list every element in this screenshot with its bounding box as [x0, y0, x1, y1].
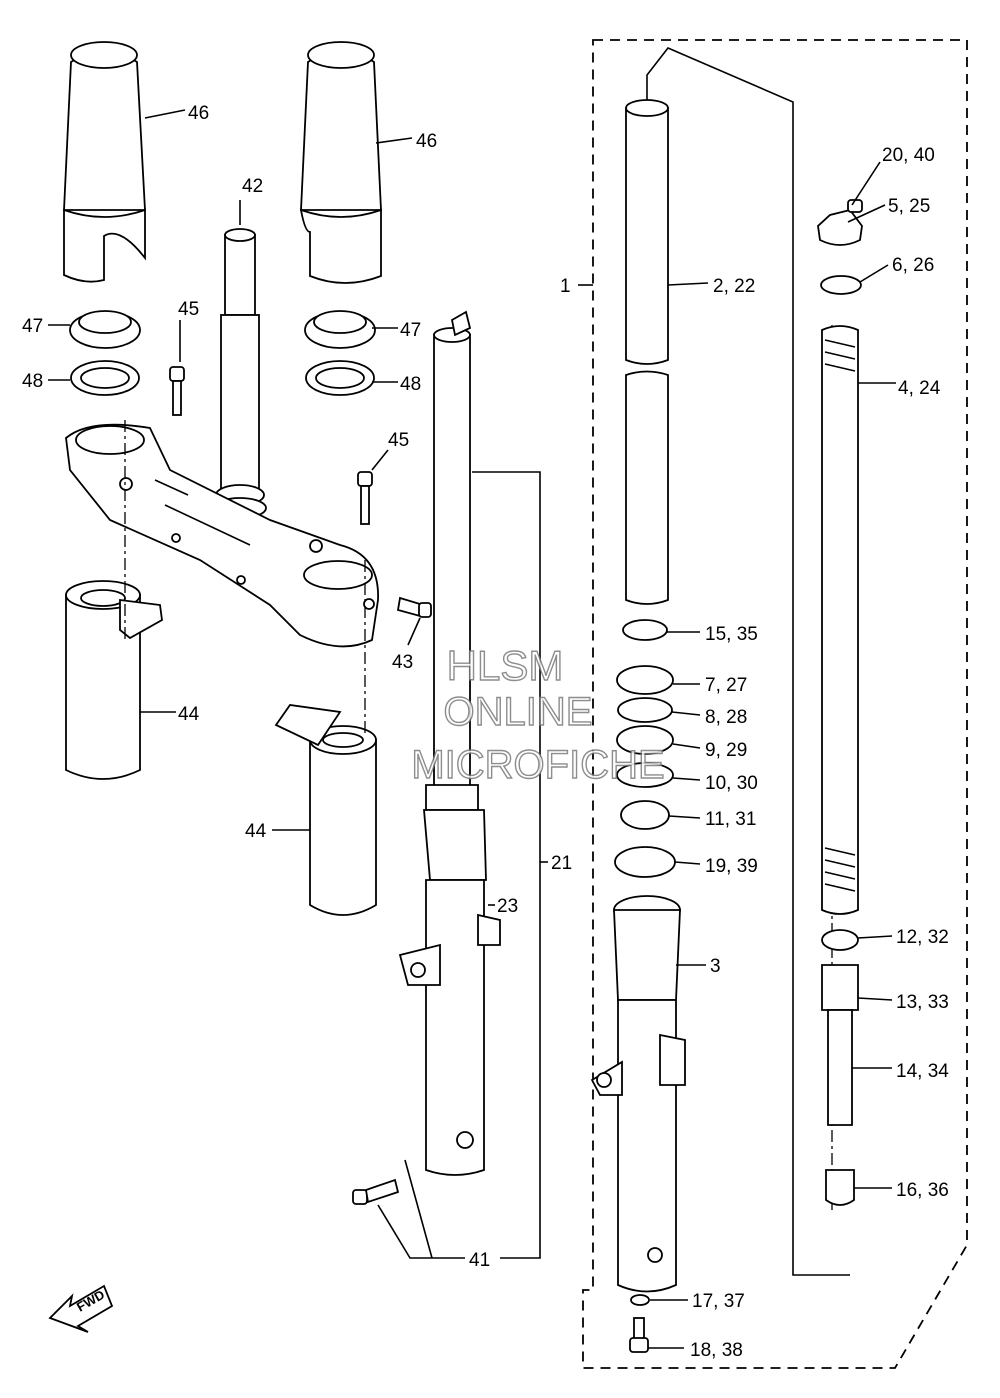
- fork-cover-upper-left: [63, 41, 146, 283]
- outer-tube: [590, 895, 686, 1293]
- damper-rod: [821, 929, 859, 1206]
- callout-7-27: 7, 27: [705, 675, 747, 696]
- cap-bolt: [817, 199, 863, 295]
- assembly-boundary: [582, 39, 968, 1369]
- fork-holder-left: [65, 580, 163, 780]
- callout-15-35: 15, 35: [705, 624, 758, 645]
- callout-4-24: 4, 24: [898, 378, 941, 399]
- bolt-45-mid: [357, 471, 373, 525]
- callout-5-25: 5, 25: [888, 196, 930, 217]
- callout-45-mid: 45: [388, 430, 409, 451]
- callout-48-right: 48: [400, 374, 421, 395]
- callout-11-31: 11, 31: [705, 809, 756, 830]
- fork-spring: [821, 325, 859, 915]
- callout-9-29: 9, 29: [705, 740, 747, 761]
- callout-43: 43: [392, 652, 413, 673]
- fork-holder-right: [274, 704, 377, 916]
- bolt-45-top: [169, 366, 185, 416]
- callout-6-26: 6, 26: [892, 255, 934, 276]
- callout-44-left: 44: [178, 704, 200, 725]
- callout-16-36: 16, 36: [896, 1180, 949, 1201]
- callout-2-22: 2, 22: [713, 276, 755, 297]
- fork-assembly-23: [398, 310, 501, 1176]
- forward-direction-arrow-icon: FWD: [48, 1284, 114, 1333]
- callout-46-right: 46: [416, 131, 437, 152]
- callout-23: 23: [497, 896, 518, 917]
- callout-3: 3: [710, 956, 721, 977]
- callout-44-bottom: 44: [245, 821, 267, 842]
- inner-tube: [625, 47, 850, 1276]
- under-bracket: [65, 423, 379, 648]
- callout-1: 1: [560, 276, 571, 297]
- callout-42: 42: [242, 176, 263, 197]
- callout-18-38: 18, 38: [690, 1340, 743, 1361]
- drain-bolt-18: [629, 1317, 649, 1353]
- watermark-line1: HLSM: [447, 642, 564, 689]
- leader-lines: [48, 109, 896, 1349]
- callout-41: 41: [469, 1250, 490, 1271]
- watermark-line3: MICROFICHE: [411, 743, 664, 787]
- callout-46-left: 46: [188, 103, 209, 124]
- callout-17-37: 17, 37: [692, 1291, 745, 1312]
- washer-17: [630, 1294, 650, 1306]
- watermark-line2: ONLINE: [444, 690, 593, 734]
- axle-pinch-bolt-41: [352, 1178, 400, 1205]
- fork-cover-upper-right: [299, 41, 382, 284]
- cover-guide-right: [304, 310, 376, 396]
- callout-20-40: 20, 40: [882, 145, 935, 166]
- cover-guide-left: [69, 310, 141, 396]
- callout-45-top: 45: [178, 299, 199, 320]
- callout-12-32: 12, 32: [896, 927, 949, 948]
- callout-10-30: 10, 30: [705, 773, 758, 794]
- seal-stack: [614, 619, 676, 878]
- callout-21: 21: [551, 853, 572, 874]
- bracket-21: [472, 471, 541, 1259]
- bracket-41-lines: [377, 1204, 465, 1259]
- callout-47-left: 47: [22, 316, 43, 337]
- callout-48-left: 48: [22, 371, 43, 392]
- callout-14-34: 14, 34: [896, 1061, 949, 1082]
- callout-19-39: 19, 39: [705, 856, 758, 877]
- bolt-43: [396, 596, 432, 618]
- callout-47-right: 47: [400, 320, 421, 341]
- callout-labels: 46 46 42 45 47 48 47 48 45 43 44 44 21 2…: [22, 103, 949, 1361]
- o-ring-6-26: [820, 275, 862, 295]
- callout-13-33: 13, 33: [896, 992, 949, 1013]
- callout-8-28: 8, 28: [705, 707, 747, 728]
- leader-41b: [404, 1159, 433, 1259]
- watermark: HLSM ONLINE MICROFICHE: [411, 641, 666, 787]
- steering-stem: [213, 228, 267, 519]
